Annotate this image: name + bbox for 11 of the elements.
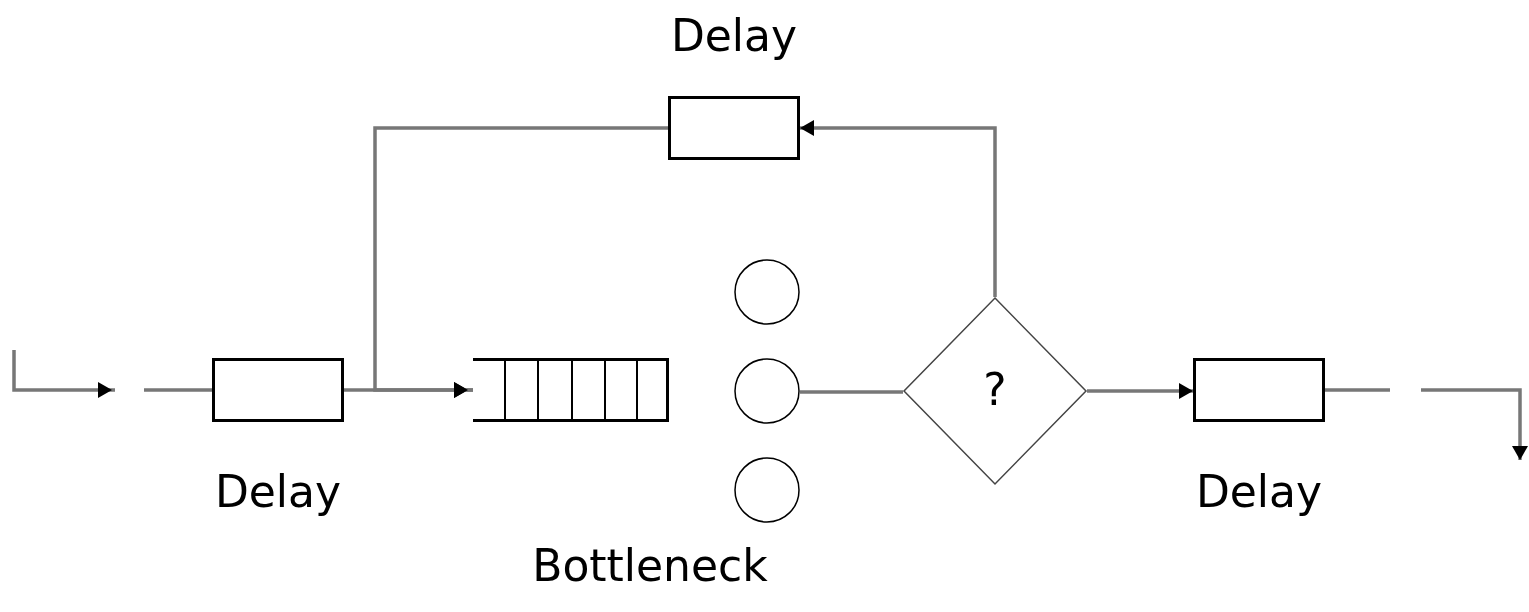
arrow: [12, 348, 214, 398]
node-label: Delay: [669, 10, 799, 62]
arrow: [800, 120, 997, 297]
caption-label: Bottleneck: [532, 540, 768, 592]
node-label: Delay: [1194, 466, 1324, 518]
node-label: Delay: [213, 466, 343, 518]
arrow: [373, 126, 668, 398]
node-label: ?: [982, 364, 1008, 416]
arrow: [1323, 388, 1528, 462]
connector-line: [800, 390, 903, 394]
arrow: [1087, 383, 1193, 399]
